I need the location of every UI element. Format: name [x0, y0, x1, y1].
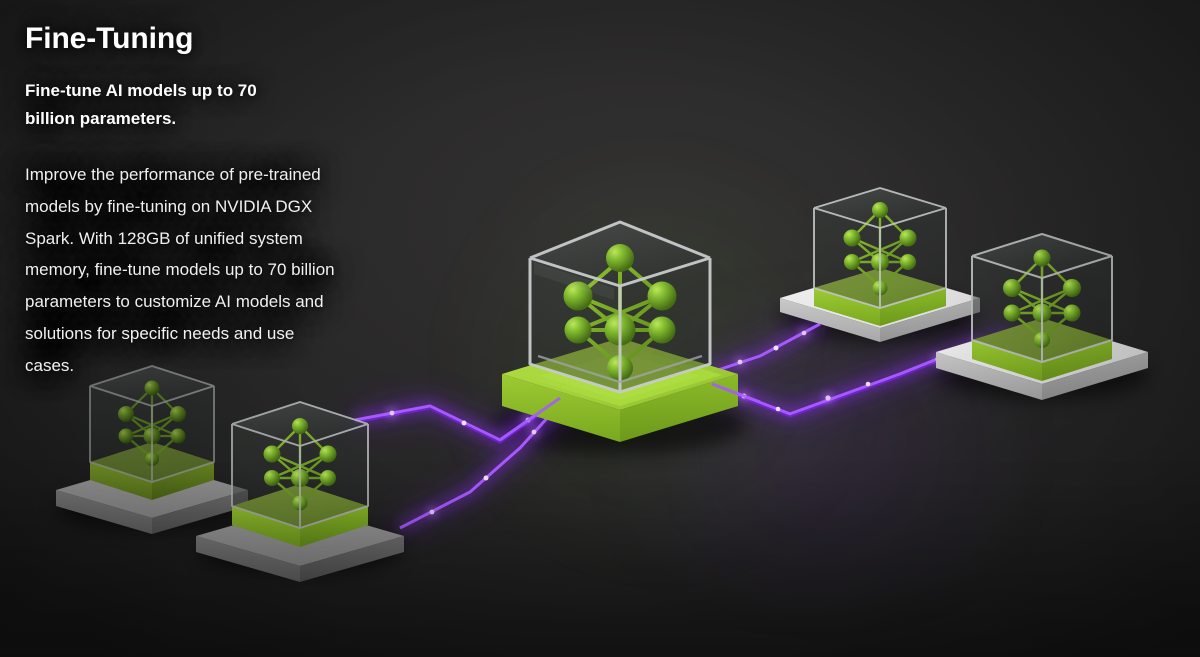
cube-right-low — [936, 233, 1148, 400]
glass-cube-center — [528, 220, 712, 394]
molecule-nodes-left-far — [118, 380, 186, 466]
glass-cube-right-top — [813, 187, 947, 309]
page-title: Fine-Tuning — [25, 22, 194, 55]
glass-cube-right-low — [971, 233, 1113, 363]
text-panel: Fine-Tuning Fine-tune AI models up to 70… — [25, 22, 370, 382]
page-body: Improve the performance of pre-trained m… — [25, 165, 335, 375]
glass-cube-left-near — [231, 401, 369, 529]
cube-left-far — [56, 365, 248, 534]
data-link-front-overlay — [499, 382, 761, 442]
glass-cube-left-far — [89, 365, 215, 483]
molecule-nodes-right-top — [843, 202, 917, 296]
cube-center-main — [502, 220, 738, 442]
data-link-upper-right — [709, 317, 824, 379]
cube-right-top — [780, 187, 980, 342]
page-subtitle: Fine-tune AI models up to 70 billion par… — [25, 81, 257, 128]
